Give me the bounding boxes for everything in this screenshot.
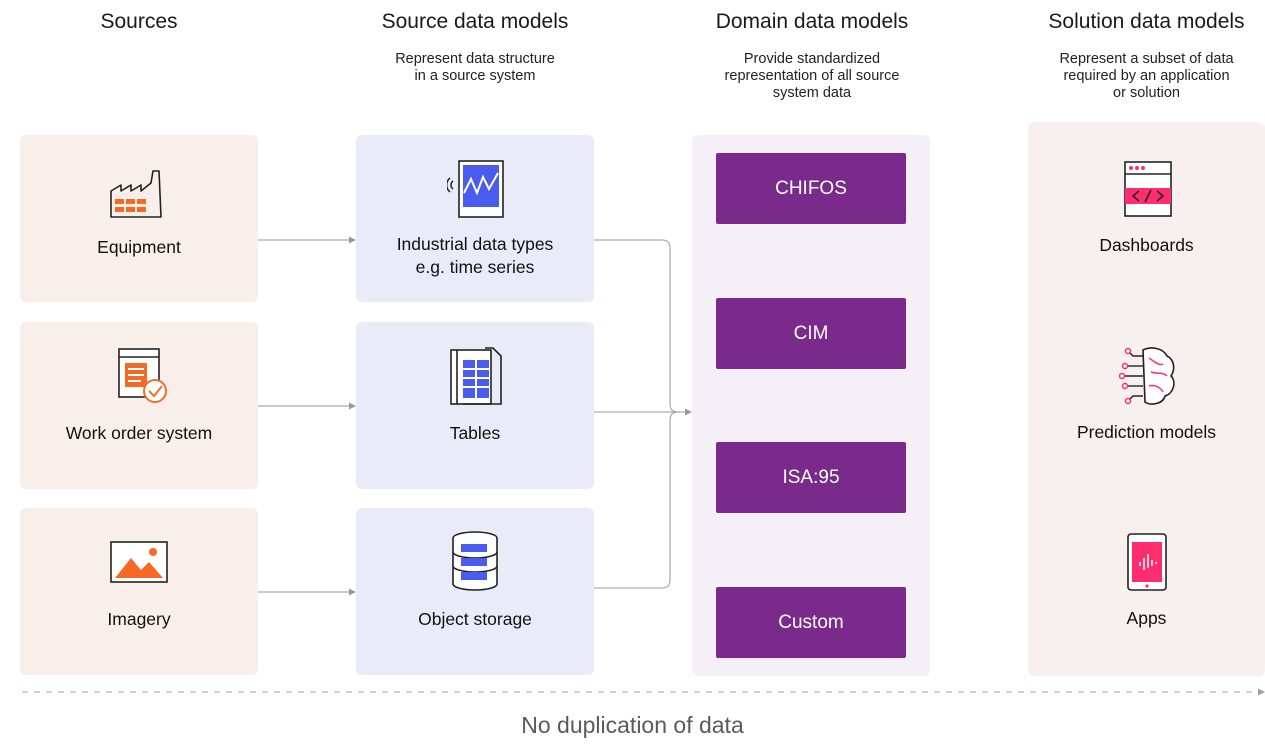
source-card-imagery: Imagery (20, 508, 258, 675)
source-card-work-order: Work order system (20, 322, 258, 489)
domain-models-title: Domain data models (715, 10, 909, 33)
domain-model-custom: Custom (716, 587, 906, 658)
model-label: Industrial data types e.g. time series (396, 234, 554, 277)
solution-models-title: Solution data models (1048, 10, 1245, 33)
model-card-industrial: Industrial data types e.g. time series (356, 135, 594, 302)
source-card-equipment: Equipment (20, 135, 258, 302)
domain-models-panel (692, 135, 930, 676)
source-label: Equipment (97, 237, 181, 257)
source-label: Imagery (107, 609, 171, 629)
domain-model-chifos: CHIFOS (716, 153, 906, 224)
database-icon (452, 531, 498, 591)
work-order-icon (118, 348, 167, 403)
solution-models-description: Represent a subset of data required by a… (1059, 51, 1234, 101)
model-card-tables: Tables (356, 322, 594, 489)
footer-note: No duplication of data (521, 712, 744, 738)
sources-title: Sources (100, 10, 178, 33)
solution-label-prediction-models: Prediction models (1076, 422, 1217, 442)
domain-model-cim: CIM (716, 298, 906, 369)
model-card-object-storage: Object storage (356, 508, 594, 675)
image-icon (110, 541, 168, 583)
factory-icon (110, 170, 162, 218)
dashboard-code-icon (1124, 161, 1172, 217)
model-label: Tables (449, 423, 501, 443)
solution-label-dashboards: Dashboards (1099, 235, 1194, 255)
domain-model-isa95: ISA:95 (716, 442, 906, 513)
source-label: Work order system (65, 423, 213, 443)
table-icon (450, 347, 502, 405)
model-label: Object storage (418, 609, 532, 629)
brain-icon (1119, 347, 1175, 405)
solution-label-apps: Apps (1126, 608, 1167, 628)
domain-models-description: Provide standardized representation of a… (724, 51, 900, 101)
source-models-description: Represent data structure in a source sys… (395, 51, 555, 84)
time-series-icon (447, 160, 504, 218)
source-models-title: Source data models (381, 10, 569, 33)
mobile-app-icon (1127, 533, 1167, 591)
